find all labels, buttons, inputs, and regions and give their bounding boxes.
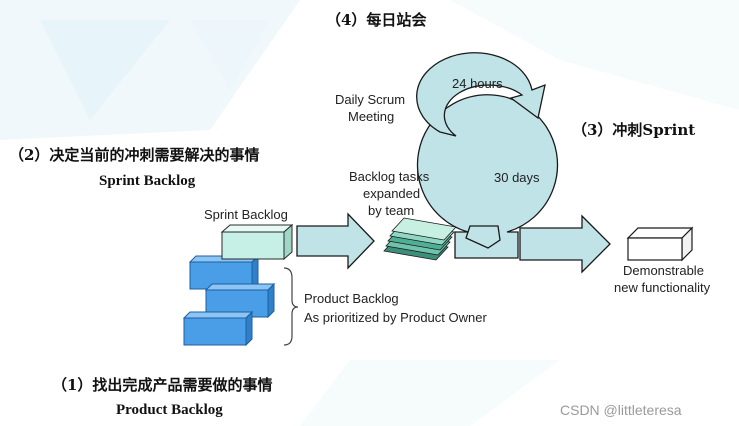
product-block xyxy=(182,310,254,347)
product-backlog-label-line2: As prioritized by Product Owner xyxy=(304,310,487,325)
demonstrable-label-line1: Demonstrable xyxy=(623,263,704,278)
tasks-label-line3: by team xyxy=(368,203,414,218)
product-backlog-stack xyxy=(182,254,276,347)
demonstrable-block xyxy=(626,226,694,262)
days-label: 30 days xyxy=(494,170,540,185)
tasks-label-line2: expanded xyxy=(363,186,420,201)
arrow-to-demonstrable xyxy=(519,214,611,274)
arrow-to-tasks xyxy=(296,212,375,270)
step2-en-label: Sprint Backlog xyxy=(99,173,196,189)
step3-label: （3）冲刺Sprint xyxy=(572,121,695,139)
daily-scrum-label-line2: Meeting xyxy=(348,109,394,124)
hours-label: 24 hours xyxy=(452,76,503,91)
watermark: CSDN @littleteresa xyxy=(560,402,682,418)
demonstrable-label-line2: new functionality xyxy=(614,280,711,295)
step1-cn-label: （1）找出完成产品需要做的事情 xyxy=(52,376,272,394)
step1-en-label: Product Backlog xyxy=(116,402,223,418)
daily-cycle-loop xyxy=(416,52,546,137)
sprint-backlog-block xyxy=(220,223,294,261)
product-backlog-bracket xyxy=(283,267,299,346)
tasks-label-line1: Backlog tasks xyxy=(349,169,430,184)
sprint-cycle-arrowhead xyxy=(465,225,501,249)
product-backlog-label-line1: Product Backlog xyxy=(304,291,399,306)
daily-scrum-label-line1: Daily Scrum xyxy=(335,92,405,107)
backlog-tasks-stack xyxy=(383,217,457,261)
step2-cn-label: （2）决定当前的冲刺需要解决的事情 xyxy=(9,146,259,164)
sprint-backlog-label: Sprint Backlog xyxy=(204,207,288,222)
step4-label: （4）每日站会 xyxy=(326,11,426,29)
